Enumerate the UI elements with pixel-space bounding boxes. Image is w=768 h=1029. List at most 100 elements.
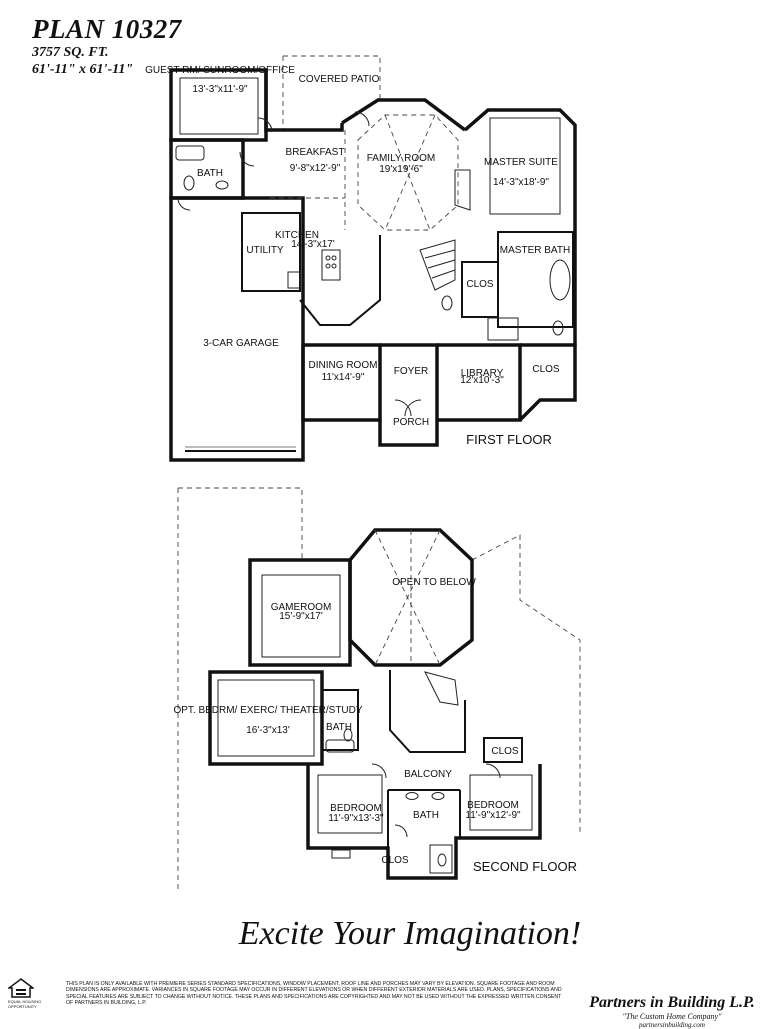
plan-sqft: 3757 SQ. FT. bbox=[32, 45, 109, 60]
first-floor-label: FIRST FLOOR bbox=[466, 432, 552, 447]
roof-outline-right bbox=[471, 534, 581, 835]
vault-ridge-1 bbox=[384, 114, 431, 231]
opt-bedroom-tray bbox=[217, 679, 315, 757]
wall-breakfast-top bbox=[264, 70, 344, 132]
wall-stair-gallery bbox=[389, 670, 466, 753]
second-floor-label: SECOND FLOOR bbox=[473, 859, 577, 874]
upper-toilet-icon bbox=[343, 728, 353, 742]
roof-outline-left bbox=[178, 487, 303, 561]
lower-tub-icon bbox=[429, 844, 453, 874]
brand-slogan: "The Custom Home Company" bbox=[622, 1012, 722, 1021]
wall-bath-upper bbox=[321, 689, 359, 751]
wall-family-top bbox=[341, 98, 467, 132]
room-label-masterbath: MASTER BATH bbox=[500, 245, 570, 256]
wall-library bbox=[437, 343, 522, 422]
cooktop-burner-icon bbox=[325, 255, 331, 261]
kitchen-island-icon bbox=[321, 249, 341, 281]
master-toilet-icon bbox=[552, 320, 564, 336]
master-tray-ceiling bbox=[489, 117, 561, 215]
stairs-icon bbox=[419, 239, 456, 291]
vault-ridge-2 bbox=[384, 114, 436, 231]
room-label-porch: PORCH bbox=[393, 417, 429, 428]
room-label-foyer: FOYER bbox=[394, 366, 428, 377]
room-label-balcony: BALCONY bbox=[404, 769, 452, 780]
room-label-bath3: BATH bbox=[413, 810, 439, 821]
upper-stairs-icon bbox=[424, 671, 459, 706]
guest-room-tray bbox=[179, 77, 259, 135]
patio-roof-outline bbox=[283, 55, 381, 100]
room-label-patio: COVERED PATIO bbox=[299, 74, 380, 85]
room-label-bath: BATH bbox=[197, 168, 223, 179]
brand-name: Partners in Building L.P. bbox=[589, 994, 755, 1011]
room-label-bath2: BATH bbox=[326, 722, 352, 733]
wall-master-closet bbox=[461, 261, 499, 318]
sink-icon bbox=[431, 792, 445, 800]
guest-tub-icon bbox=[175, 145, 205, 161]
wall-front-closet bbox=[518, 343, 577, 422]
stair-tread bbox=[427, 259, 456, 269]
wall-guest-room bbox=[169, 68, 268, 142]
room-label-clos4: CLOS bbox=[381, 855, 409, 866]
plan-dimensions: 61'-11" x 61'-11" bbox=[32, 62, 134, 77]
door-swing bbox=[239, 151, 255, 167]
brand-block: Partners in Building L.P. "The Custom Ho… bbox=[578, 994, 766, 1029]
cooktop-burner-icon bbox=[325, 263, 331, 269]
sink-icon bbox=[405, 792, 419, 800]
door-swing bbox=[485, 763, 501, 779]
gameroom-tray bbox=[261, 574, 341, 658]
window-box-icon bbox=[331, 849, 351, 859]
wall-foyer bbox=[380, 343, 439, 420]
brand-url: partnersinbuilding.com bbox=[639, 1021, 705, 1029]
wall-bedroom-wing bbox=[306, 764, 542, 880]
lower-toilet-icon bbox=[437, 853, 447, 867]
tagline: Excite Your Imagination! bbox=[238, 915, 582, 952]
stair-tread bbox=[431, 269, 456, 279]
kitchen-counter bbox=[299, 235, 381, 326]
door-swing bbox=[177, 197, 191, 211]
powder-toilet-icon bbox=[441, 295, 453, 311]
plan-header: PLAN 10327 3757 SQ. FT. 61'-11" x 61'-11… bbox=[32, 14, 282, 78]
guest-toilet-icon bbox=[183, 175, 195, 191]
wall-opt-bedroom bbox=[208, 670, 324, 766]
open-below-ridge-2 bbox=[374, 529, 441, 666]
fireplace-icon bbox=[454, 169, 471, 211]
washer-icon bbox=[287, 271, 301, 289]
door-swing bbox=[354, 111, 370, 127]
plan-title: PLAN 10327 bbox=[32, 14, 182, 44]
house-icon bbox=[8, 978, 34, 998]
room-label-utility: UTILITY bbox=[246, 245, 284, 256]
door-swing bbox=[404, 399, 422, 417]
wall-open-to-below bbox=[348, 528, 474, 667]
cooktop-burner-icon bbox=[331, 263, 337, 269]
guest-sink-icon bbox=[215, 180, 229, 190]
master-shower-icon bbox=[487, 317, 519, 341]
door-swing bbox=[394, 824, 408, 838]
family-room-vault bbox=[357, 114, 459, 231]
wall-clos-upper bbox=[483, 737, 523, 763]
wall-porch bbox=[378, 420, 439, 447]
door-swing bbox=[371, 763, 387, 779]
room-label-open: OPEN TO BELOW bbox=[392, 577, 476, 588]
wall-garage bbox=[169, 196, 305, 462]
equal-housing-text: EQUAL HOUSING OPPORTUNITY bbox=[8, 999, 42, 1009]
first-floor-plan bbox=[169, 55, 577, 462]
door-swing bbox=[257, 117, 273, 133]
upper-tub-icon bbox=[325, 739, 355, 753]
wall-utility bbox=[241, 212, 301, 292]
bedroom-right-tray bbox=[469, 774, 533, 831]
master-tub-icon bbox=[549, 259, 571, 301]
stair-tread bbox=[424, 249, 456, 259]
